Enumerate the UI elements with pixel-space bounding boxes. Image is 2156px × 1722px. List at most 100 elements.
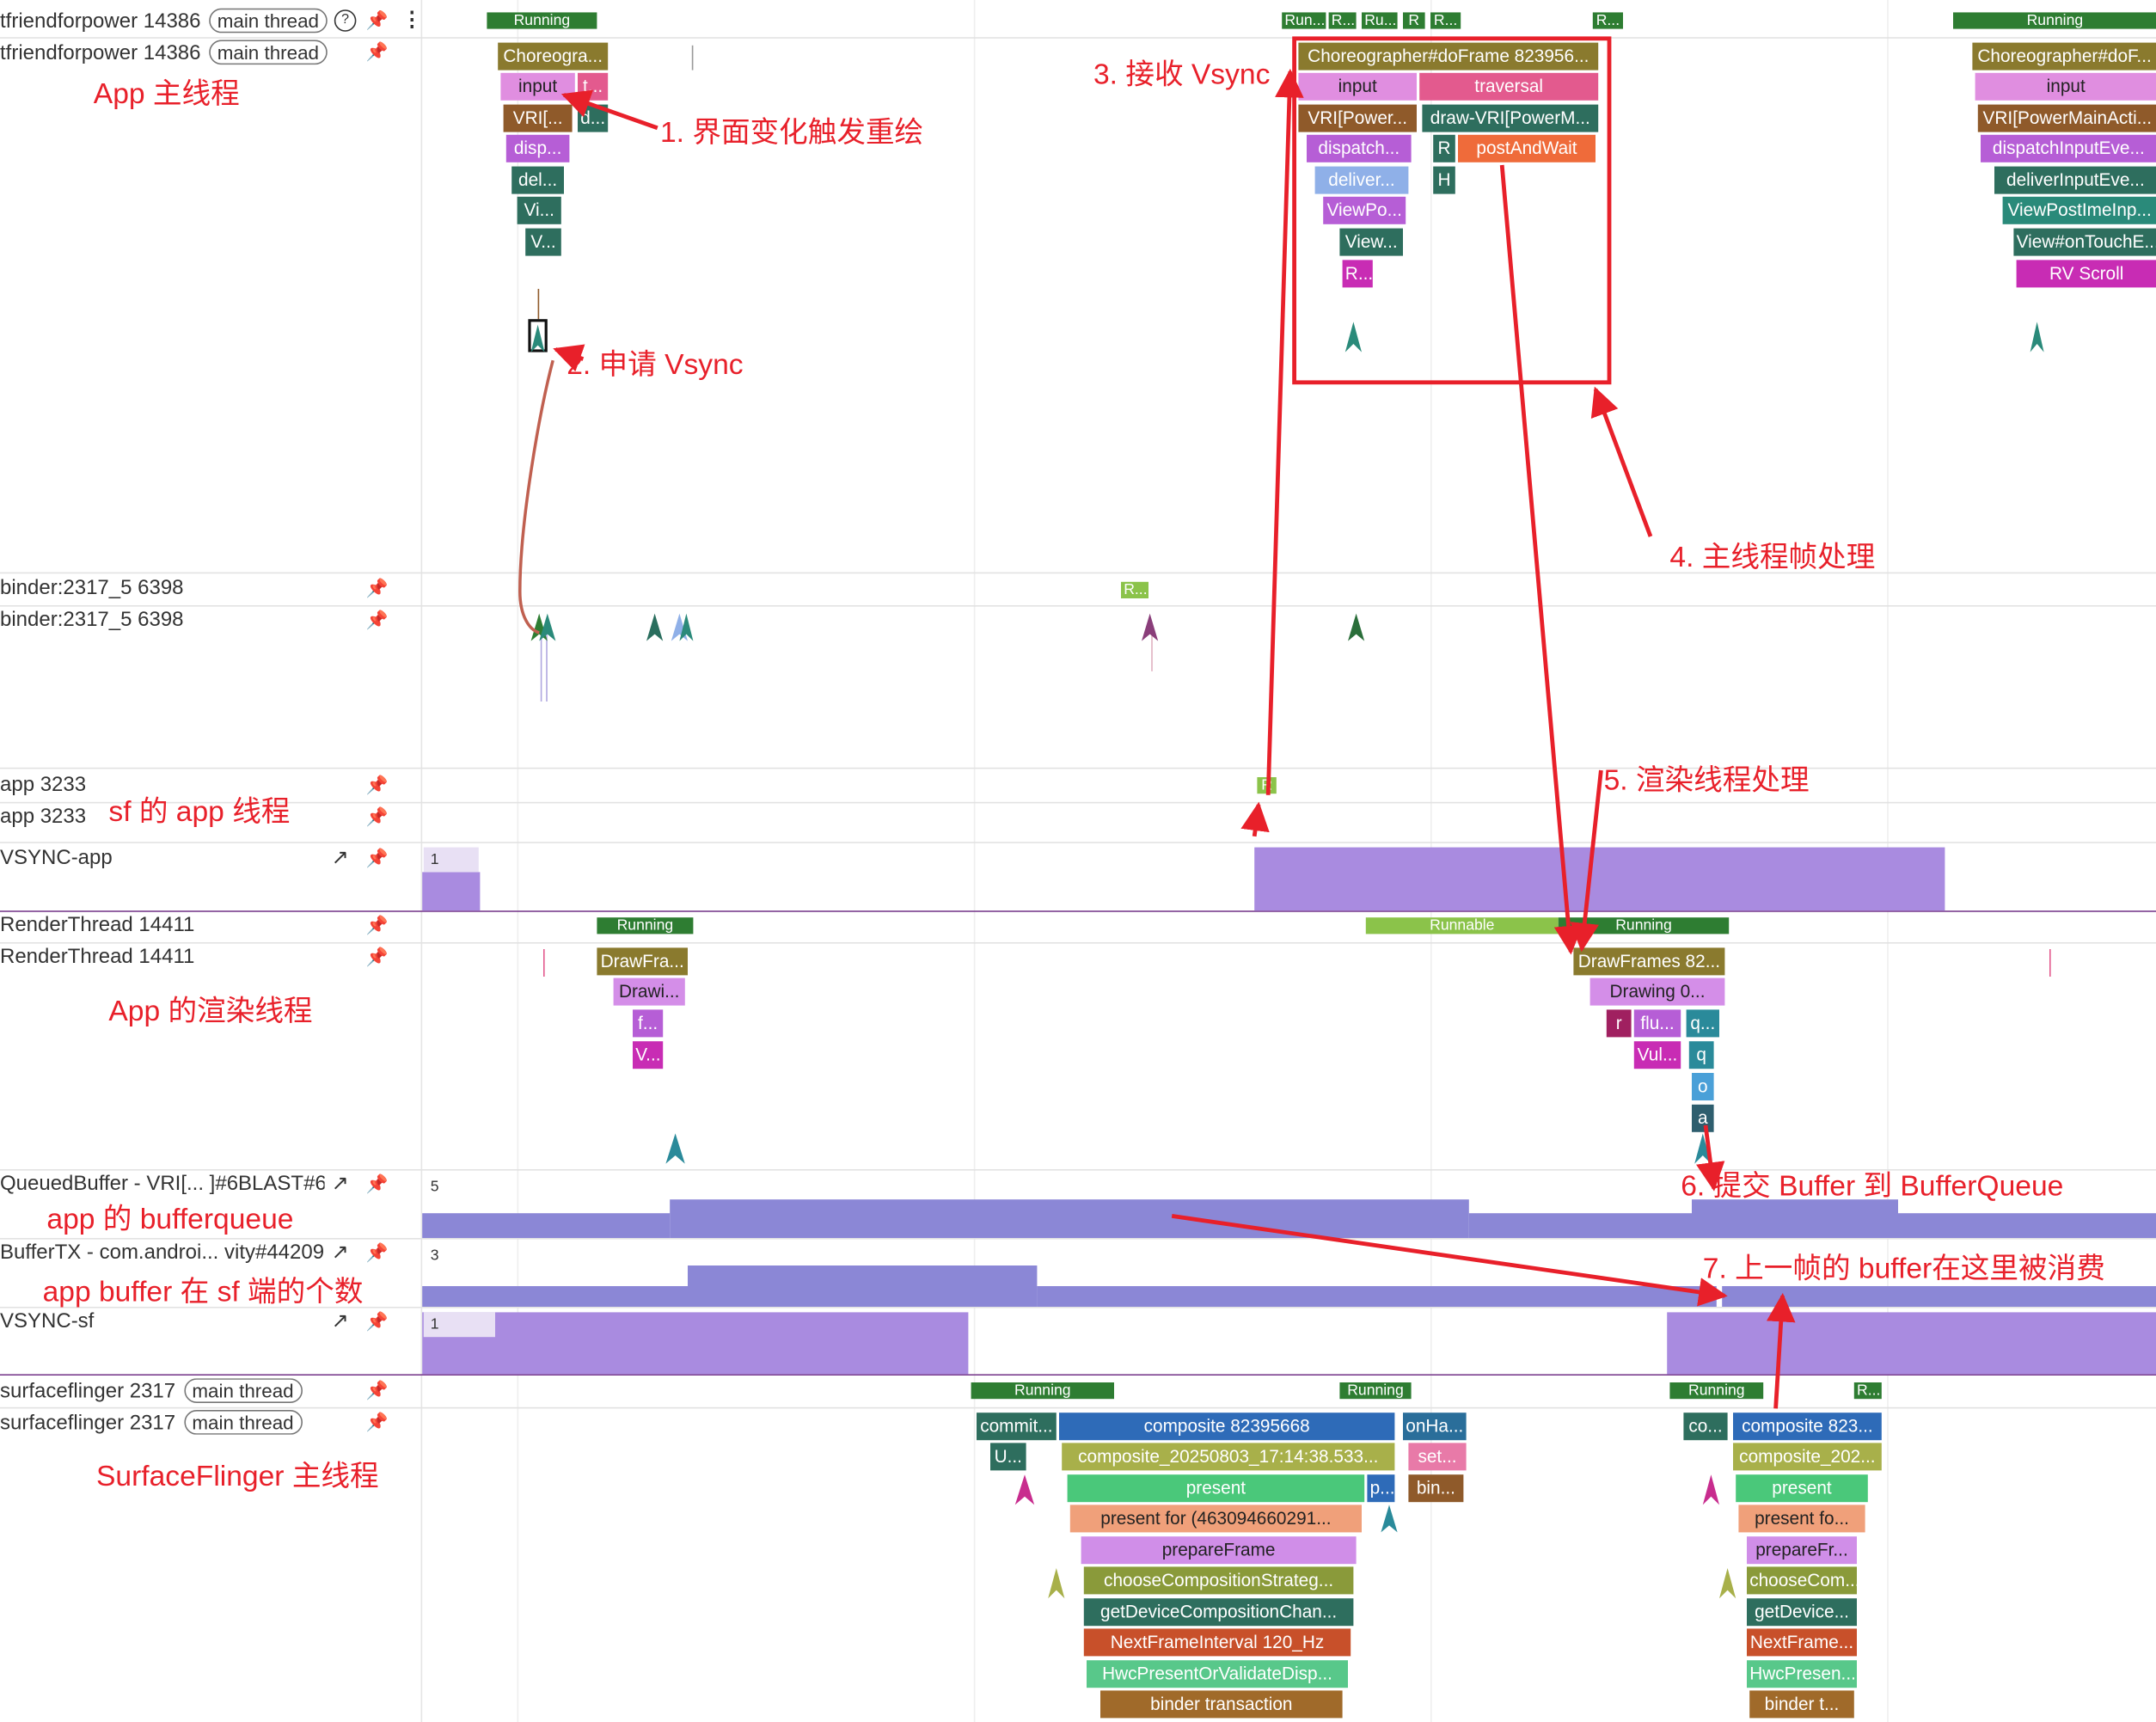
slice[interactable]: R <box>1433 134 1455 162</box>
slice-prepareframe[interactable]: prepareFr... <box>1747 1536 1857 1565</box>
slice-drawframe[interactable]: DrawFra... <box>597 947 688 976</box>
slice[interactable]: V... <box>633 1041 664 1069</box>
slice-draw-vri[interactable]: draw-VRI[PowerM... <box>1422 104 1599 132</box>
pin-icon[interactable]: 📌 <box>365 847 389 868</box>
slice-drawing[interactable]: Drawing 0... <box>1589 977 1725 1006</box>
state-running[interactable]: Running <box>597 917 694 935</box>
slice[interactable]: U... <box>990 1443 1026 1471</box>
slice-hwc-present[interactable]: HwcPresentOrValidateDisp... <box>1087 1660 1348 1688</box>
slice-choreographer-doframe[interactable]: Choreographer#doF... <box>1972 42 2156 70</box>
slice-composite-timestamp[interactable]: composite_202... <box>1733 1443 1882 1471</box>
slice-choreographer-doframe[interactable]: Choreographer#doFrame 823956... <box>1298 42 1599 70</box>
track-label-queued-buffer[interactable]: QueuedBuffer - VRI[... ]#6BLAST#6 <box>0 1172 325 1196</box>
slice-drawframes[interactable]: DrawFrames 82... <box>1573 947 1725 976</box>
slice[interactable]: o <box>1692 1073 1714 1100</box>
slice-onhandle[interactable]: onHa... <box>1403 1413 1467 1441</box>
pin-icon[interactable]: 📌 <box>365 946 389 967</box>
slice-rv-scroll[interactable]: RV Scroll <box>2016 260 2156 288</box>
state-runnable[interactable]: Runnable <box>1365 917 1559 935</box>
track-label-sf-app-slices[interactable]: app 3233 <box>0 805 87 829</box>
slice-input[interactable]: input <box>1975 72 2156 101</box>
slice-view[interactable]: V... <box>525 228 561 256</box>
state-running[interactable]: Running <box>1953 12 2156 29</box>
slice[interactable]: bin... <box>1408 1474 1464 1503</box>
slice-traversal[interactable]: traversal <box>1419 72 1599 101</box>
slice-flush[interactable]: flu... <box>1633 1009 1681 1038</box>
vsync-app-pulse[interactable] <box>422 872 481 911</box>
counter-segment[interactable] <box>1692 1199 1898 1238</box>
slice-get-device[interactable]: getDevice... <box>1747 1598 1857 1627</box>
slice-vri-power[interactable]: VRI[PowerMainActi... <box>1977 104 2156 132</box>
slice-present[interactable]: present <box>1067 1474 1365 1503</box>
track-label-buffer-tx[interactable]: BufferTX - com.androi... vity#44209 <box>0 1241 325 1265</box>
slice-view[interactable]: Vi... <box>517 196 561 224</box>
slice-input[interactable]: input <box>1298 72 1417 101</box>
pin-icon[interactable]: 📌 <box>365 1173 389 1194</box>
state-running[interactable]: R... <box>1430 12 1461 29</box>
counter-segment[interactable] <box>1037 1286 1717 1307</box>
slice-view[interactable]: View... <box>1339 228 1403 256</box>
trend-icon[interactable]: ↗ <box>331 1309 349 1333</box>
slice[interactable]: R... <box>1342 260 1373 288</box>
slice-vri[interactable]: VRI[... <box>503 104 573 132</box>
track-label-vsync-sf[interactable]: VSYNC-sf <box>0 1309 95 1333</box>
state-runnable[interactable]: R... <box>1121 581 1148 598</box>
slice-view-ontouch[interactable]: View#onTouchE... <box>2013 228 2156 256</box>
pin-icon[interactable]: 📌 <box>365 9 389 31</box>
counter-segment[interactable] <box>422 1286 688 1307</box>
state-running[interactable]: Running <box>1669 1382 1764 1400</box>
slice-vulkan[interactable]: Vul... <box>1633 1041 1681 1069</box>
slice-viewpost[interactable]: ViewPo... <box>1323 196 1406 224</box>
slice-composite-timestamp[interactable]: composite_20250803_17:14:38.533... <box>1062 1443 1395 1471</box>
pin-icon[interactable]: 📌 <box>365 1411 389 1432</box>
track-label-sf-app-state[interactable]: app 3233 <box>0 773 87 797</box>
state-running[interactable]: Running <box>1339 1382 1412 1400</box>
slice-deliver[interactable]: deliver... <box>1314 166 1409 194</box>
state-running[interactable]: Running <box>487 12 597 29</box>
track-label-renderthread-state[interactable]: RenderThread 14411 <box>0 913 195 937</box>
slice[interactable]: r <box>1606 1009 1632 1038</box>
pin-icon[interactable]: 📌 <box>365 578 389 598</box>
vsync-sf-pulse[interactable] <box>422 1312 969 1375</box>
pin-icon[interactable]: 📌 <box>365 41 389 62</box>
slice[interactable]: set... <box>1408 1443 1467 1471</box>
slice-hwc-present[interactable]: HwcPresen... <box>1747 1660 1857 1688</box>
slice-viewpostime[interactable]: ViewPostImeInp... <box>2002 196 2156 224</box>
slice-deliver[interactable]: del... <box>511 166 564 194</box>
help-icon[interactable]: ? <box>334 9 357 32</box>
slice-deliver[interactable]: deliverInputEve... <box>1994 166 2156 194</box>
slice-choreographer[interactable]: Choreogra... <box>498 42 609 70</box>
slice-choose-composition[interactable]: chooseCom... <box>1747 1566 1857 1595</box>
vsync-app-pulse[interactable] <box>1254 847 1945 911</box>
state-running[interactable]: R... <box>1853 1382 1882 1400</box>
slice-dispatch[interactable]: dispatchInputEve... <box>1981 134 2156 162</box>
state-running[interactable]: R... <box>1328 12 1357 29</box>
state-running[interactable]: Running <box>971 1382 1114 1400</box>
counter-segment[interactable] <box>1468 1213 1692 1238</box>
slice[interactable]: H <box>1433 166 1455 194</box>
slice-present-for[interactable]: present for (463094660291... <box>1069 1504 1362 1533</box>
trend-icon[interactable]: ↗ <box>331 846 349 870</box>
slice[interactable]: q... <box>1686 1009 1719 1038</box>
vsync-sf-pulse[interactable] <box>1667 1312 2156 1375</box>
pin-icon[interactable]: 📌 <box>365 1241 389 1263</box>
counter-segment[interactable] <box>422 1213 671 1238</box>
track-label-binder-slices[interactable]: binder:2317_5 6398 <box>0 608 184 632</box>
slice-drawing[interactable]: Drawi... <box>613 977 685 1006</box>
pin-icon[interactable]: 📌 <box>365 1379 389 1400</box>
state-running[interactable]: R <box>1403 12 1425 29</box>
state-running[interactable]: Running <box>1558 917 1730 935</box>
counter-segment[interactable] <box>670 1199 1469 1238</box>
track-label-vsync-app[interactable]: VSYNC-app <box>0 846 113 870</box>
pin-icon[interactable]: 📌 <box>365 609 389 630</box>
counter-segment[interactable] <box>688 1265 1038 1307</box>
slice[interactable]: a <box>1692 1104 1714 1132</box>
state-running[interactable]: Run... <box>1282 12 1326 29</box>
more-vertical-icon[interactable]: ⋮ <box>401 8 423 32</box>
slice-binder-transaction[interactable]: binder transaction <box>1100 1690 1343 1719</box>
slice-get-device-composition[interactable]: getDeviceCompositionChan... <box>1083 1598 1354 1627</box>
